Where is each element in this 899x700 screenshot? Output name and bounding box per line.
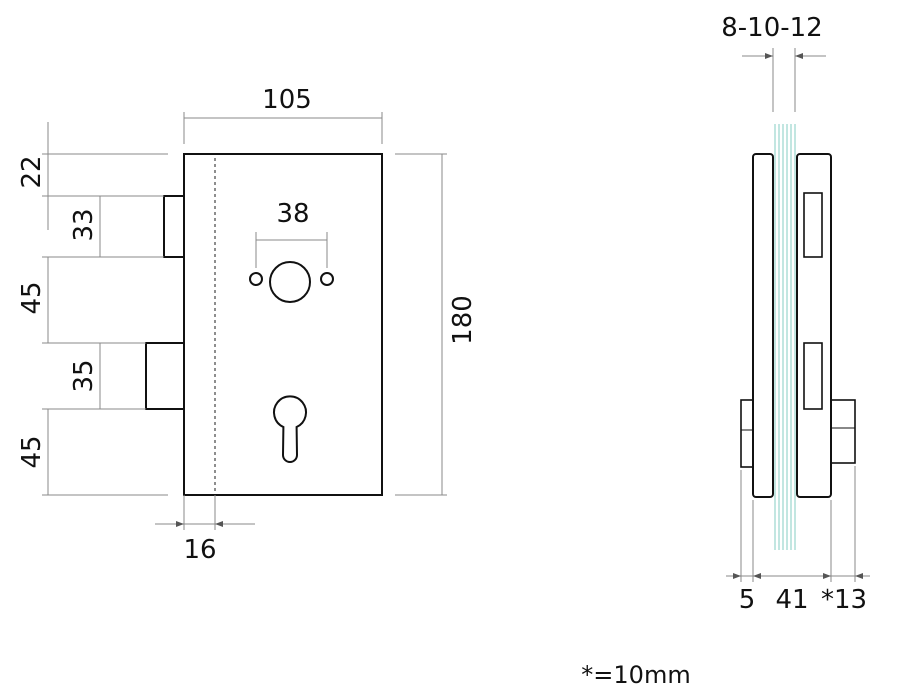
cylinder-keyhole (273, 395, 307, 463)
side-dimension-lines (726, 48, 870, 582)
dim-label-33: 33 (69, 208, 99, 241)
dim-label-38: 38 (276, 199, 309, 229)
latch-slot-upper (803, 192, 823, 258)
upper-latch (163, 195, 185, 258)
screw-hole-right (320, 272, 334, 286)
dim-label-13: *13 (821, 585, 867, 615)
screw-hole-left (249, 272, 263, 286)
footnote: *=10mm (581, 661, 690, 689)
front-dimension-lines (42, 112, 447, 530)
front-view (145, 153, 383, 496)
dim-label-45-bottom: 45 (17, 435, 47, 468)
dim-label-16: 16 (183, 535, 216, 565)
dim-label-glass-thickness: 8-10-12 (721, 13, 822, 43)
glass-panel (774, 124, 796, 550)
latch-slot-lower (803, 342, 823, 410)
dim-label-105: 105 (262, 85, 312, 115)
dim-label-45-mid: 45 (17, 281, 47, 314)
lower-bolt (145, 342, 185, 410)
dim-label-41: 41 (775, 585, 808, 615)
spindle-hole (269, 261, 311, 303)
right-knob (829, 399, 856, 464)
side-view (740, 124, 856, 550)
dim-label-180: 180 (448, 295, 478, 345)
dim-label-22: 22 (17, 155, 47, 188)
dim-label-5: 5 (739, 585, 756, 615)
left-clamp-plate (752, 153, 774, 498)
dim-label-35: 35 (69, 359, 99, 392)
